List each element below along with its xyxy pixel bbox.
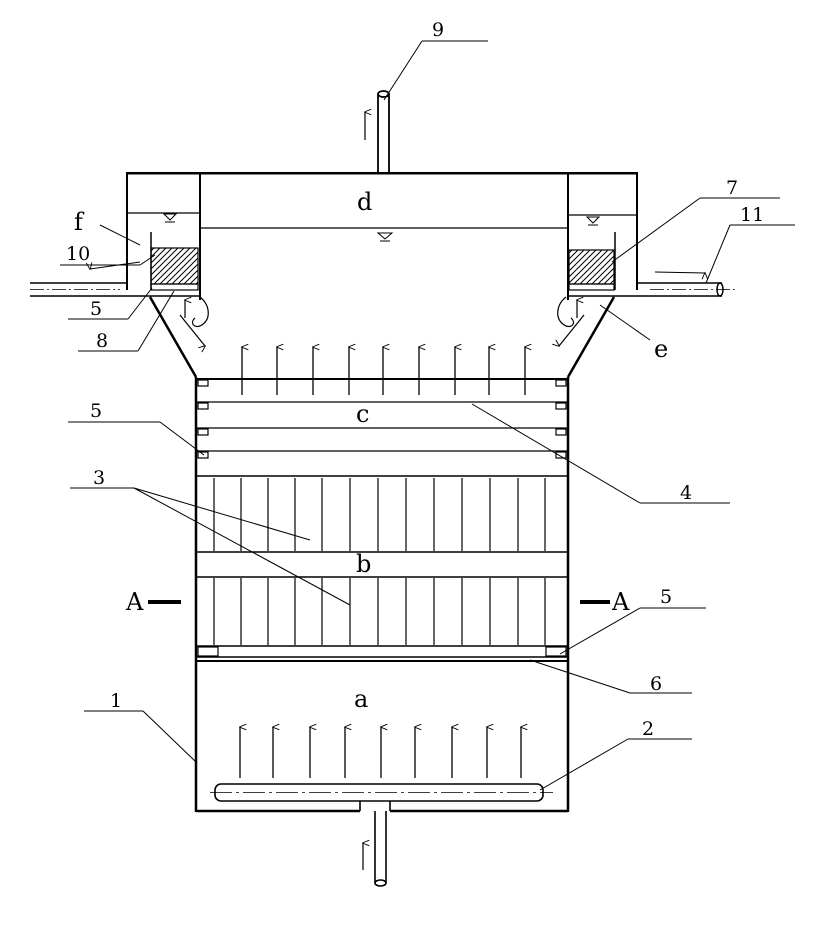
section-label-right: A — [611, 588, 630, 616]
zone-e: e — [654, 335, 668, 363]
label-8: 8 — [96, 330, 108, 352]
flow-arrows-top — [241, 343, 532, 395]
label-2: 2 — [642, 718, 654, 740]
filter-right — [568, 249, 615, 285]
label-11: 11 — [740, 204, 764, 226]
leader-lines — [60, 40, 795, 791]
filter-left — [150, 247, 199, 285]
label-9: 9 — [432, 19, 444, 41]
zone-c: c — [356, 400, 369, 428]
zone-b: b — [356, 550, 371, 578]
section-mark-left — [148, 600, 181, 604]
zone-d: d — [357, 188, 372, 216]
label-5-mid-left: 5 — [90, 400, 102, 422]
label-4: 4 — [680, 482, 692, 504]
top-cap — [126, 172, 637, 175]
label-10: 10 — [66, 243, 90, 265]
label-6: 6 — [650, 673, 662, 695]
zone-a: a — [354, 685, 368, 713]
side-pipes — [30, 282, 735, 297]
packing-blocks — [213, 478, 546, 645]
label-3: 3 — [93, 467, 105, 489]
water-level-markers — [162, 213, 601, 242]
label-1: 1 — [110, 690, 122, 712]
label-5-right: 5 — [660, 586, 672, 608]
recirculation-arrows — [179, 296, 585, 353]
support-lugs — [197, 379, 567, 657]
section-label-left: A — [125, 588, 144, 616]
label-5-top-left: 5 — [90, 298, 102, 320]
flow-arrows-a — [239, 723, 528, 778]
section-mark-right — [580, 600, 610, 604]
zone-f: f — [74, 208, 85, 236]
inlet-pipe — [210, 783, 553, 887]
outlet-pipe-9 — [377, 90, 390, 172]
label-7: 7 — [726, 177, 738, 199]
